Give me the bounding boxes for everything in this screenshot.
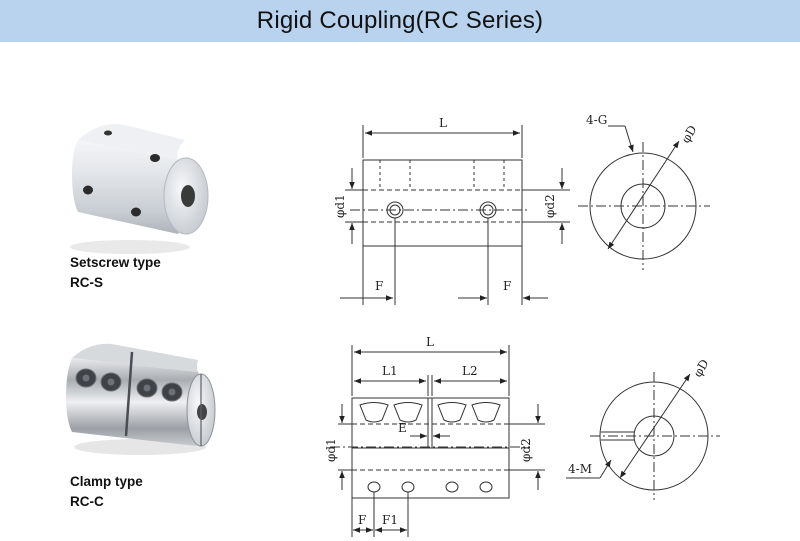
- rcs-bore-left-label: φd1: [333, 194, 347, 218]
- rcc-length-label: L: [426, 335, 434, 349]
- setscrew-type-label: Setscrew type: [70, 255, 161, 270]
- clamp-type-label: Clamp type: [70, 474, 143, 489]
- rcc-f1-label: F1: [382, 513, 398, 527]
- clamp-model-label: RC-C: [70, 494, 104, 509]
- rcs-end-view: [578, 125, 710, 270]
- clamp-coupling-photo: [66, 343, 216, 455]
- rcc-side-view: [330, 345, 545, 537]
- rcs-side-view: [340, 125, 570, 305]
- setscrew-coupling-photo: [70, 124, 209, 254]
- rcs-f-right-label: F: [503, 279, 511, 293]
- rcs-holes-label: 4-G: [586, 113, 607, 127]
- rcs-length-label: L: [439, 116, 447, 130]
- setscrew-model-label: RC-S: [70, 275, 103, 290]
- rcc-bore-right-label: φd2: [519, 438, 533, 462]
- rcc-outer-dia-label: φD: [690, 357, 711, 380]
- rcc-screws-label: 4-M: [568, 462, 592, 476]
- rcc-f-label: F: [358, 513, 366, 527]
- rcs-outer-dia-label: φD: [678, 123, 699, 146]
- rcc-bore-left-label: φd1: [324, 438, 338, 462]
- title-bar: Rigid Coupling(RC Series): [0, 0, 800, 42]
- rcs-bore-right-label: φd2: [543, 194, 557, 218]
- rcs-f-left-label: F: [375, 279, 383, 293]
- rcc-l2-label: L2: [462, 364, 478, 378]
- rcc-l1-label: L1: [382, 364, 398, 378]
- rcc-end-view: [566, 372, 720, 500]
- rcc-gap-label: E: [398, 421, 407, 435]
- page-title: Rigid Coupling(RC Series): [256, 7, 544, 34]
